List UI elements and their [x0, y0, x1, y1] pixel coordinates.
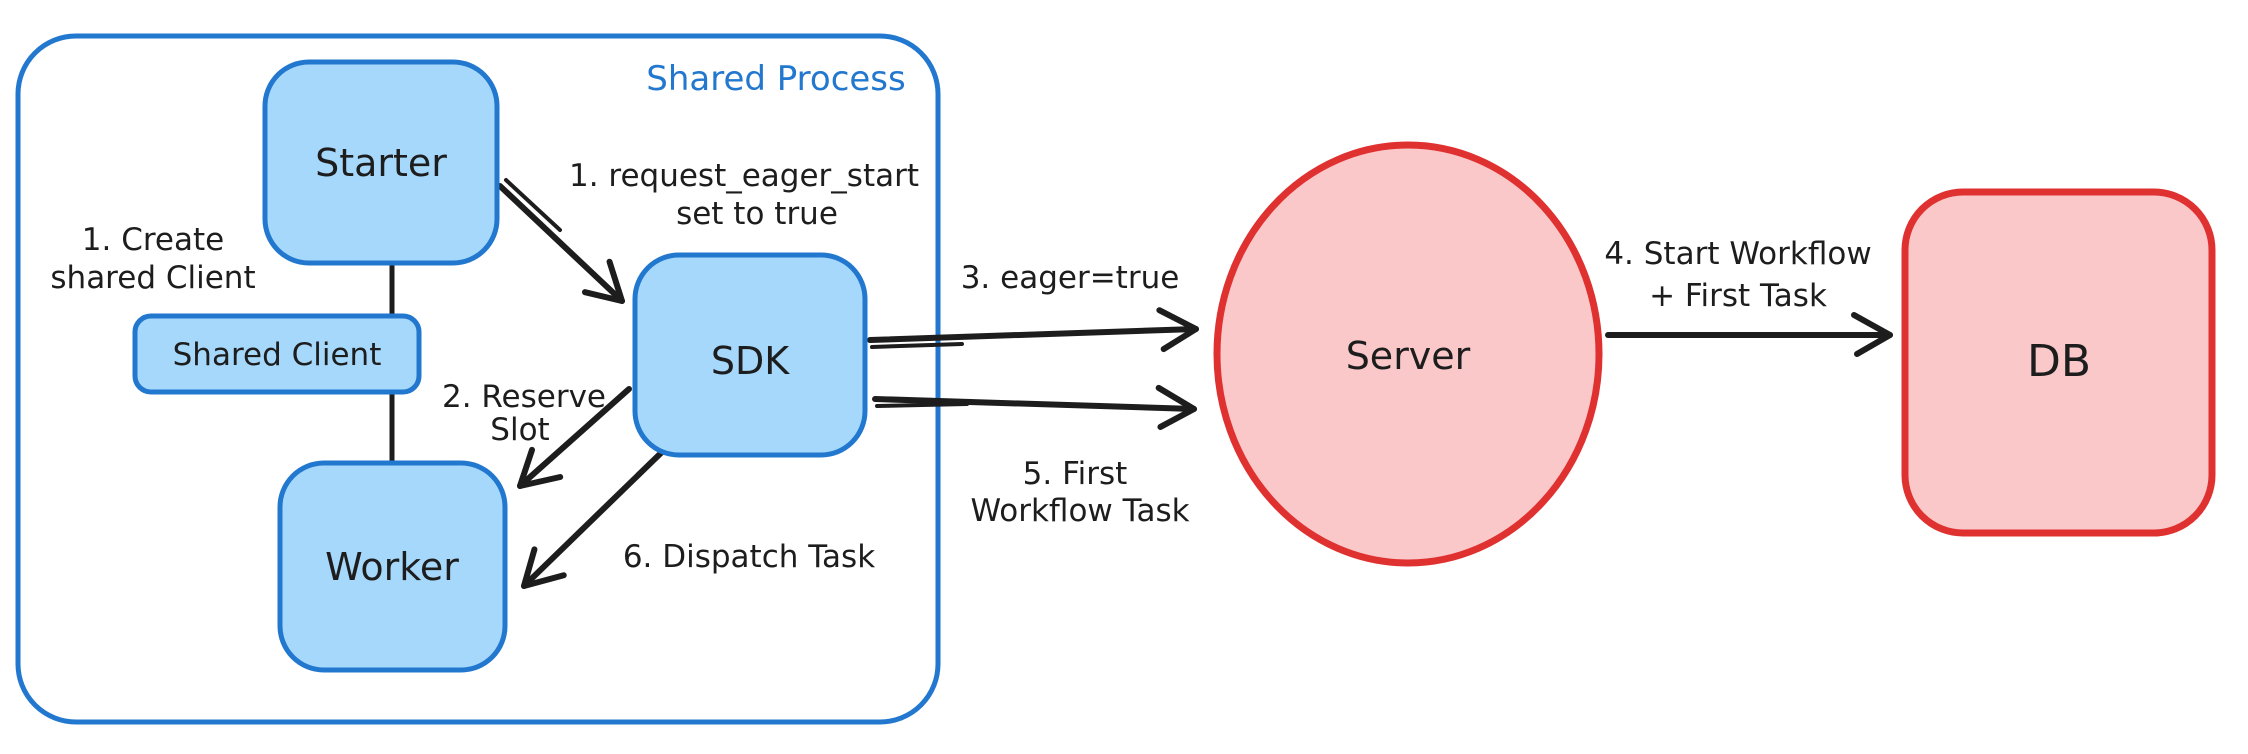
- annotation-start-workflow: 4. Start Workflow + First Task: [1604, 236, 1871, 314]
- node-db: DB: [1901, 188, 2216, 537]
- server-ellipse: [1213, 141, 1603, 567]
- sdk-box: [632, 252, 868, 458]
- start-workflow-line2: + First Task: [1649, 278, 1827, 314]
- arrow-sdk-to-server-eager: [867, 307, 1199, 353]
- db-label: DB: [2027, 336, 2091, 387]
- create-client-line1: 1. Create: [82, 222, 224, 258]
- arrow-eager-overstroke: [870, 342, 964, 349]
- first-workflow-task-line1: 5. First: [1023, 456, 1128, 492]
- arrow-sdk-to-worker-reserve: [517, 386, 632, 489]
- shared-process-group: Shared Process: [15, 33, 941, 725]
- create-client-line2: shared Client: [50, 260, 255, 296]
- arrow-sdk-to-server-first-task: [872, 384, 1197, 430]
- starter-label: Starter: [315, 141, 447, 185]
- request-eager-start-line1: 1. request_eager_start: [569, 158, 919, 194]
- shared-client-label: Shared Client: [173, 337, 382, 373]
- first-workflow-task-line2: Workflow Task: [970, 493, 1189, 529]
- node-shared-client: Shared Client: [132, 313, 422, 395]
- arrow-starter-to-sdk: [497, 183, 625, 304]
- annotation-eager-true: 3. eager=true: [961, 260, 1180, 296]
- node-sdk: SDK: [632, 252, 868, 458]
- sdk-label: SDK: [711, 339, 790, 383]
- node-worker: Worker: [277, 460, 508, 673]
- annotation-first-workflow-task: 5. First Workflow Task: [970, 456, 1189, 529]
- annotation-request-eager-start: 1. request_eager_start set to true: [569, 158, 919, 232]
- worker-label: Worker: [325, 545, 459, 589]
- server-label: Server: [1346, 334, 1471, 378]
- arrow-first-task-overstroke: [875, 402, 969, 408]
- annotation-dispatch-task: 6. Dispatch Task: [623, 539, 875, 575]
- reserve-slot-line1: 2. Reserve: [442, 379, 606, 415]
- start-workflow-line1: 4. Start Workflow: [1604, 236, 1871, 272]
- node-server: Server: [1213, 141, 1603, 567]
- shared-client-box: [132, 313, 422, 395]
- request-eager-start-line2: set to true: [676, 196, 838, 232]
- db-box: [1901, 188, 2216, 537]
- annotation-create-client: 1. Create shared Client: [50, 222, 255, 296]
- arrow-starter-to-sdk-overstroke: [504, 178, 562, 232]
- worker-box: [277, 460, 508, 673]
- arrows: [497, 178, 1893, 589]
- shared-process-box: [15, 33, 941, 725]
- arrow-sdk-to-worker-dispatch: [521, 449, 665, 589]
- starter-box: [262, 59, 500, 266]
- shared-process-label: Shared Process: [646, 59, 905, 99]
- annotation-reserve-slot: 2. Reserve Slot: [442, 379, 606, 448]
- node-starter: Starter: [262, 59, 500, 266]
- reserve-slot-line2: Slot: [490, 412, 549, 448]
